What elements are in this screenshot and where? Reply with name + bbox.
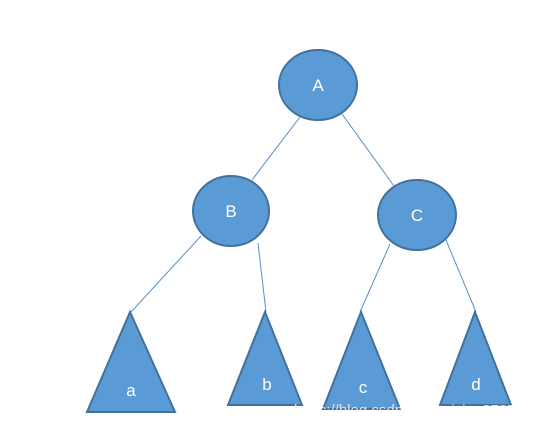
subtree-a: a: [85, 309, 177, 413]
edge-C-c: [359, 243, 391, 313]
subtree-b-label: b: [262, 375, 271, 394]
node-B-label: B: [225, 202, 236, 221]
node-C: C: [377, 179, 457, 251]
edge-A-B: [251, 116, 301, 181]
subtree-d-triangle: [438, 309, 513, 406]
node-C-label: C: [411, 206, 423, 225]
subtree-b: b: [226, 309, 304, 406]
edge-B-b: [257, 242, 267, 313]
node-A: A: [278, 49, 358, 121]
subtree-c-label: c: [359, 378, 368, 397]
edge-A-C: [341, 113, 395, 187]
subtree-c: c: [321, 309, 402, 410]
subtree-b-triangle: [226, 309, 304, 406]
subtree-a-label: a: [126, 381, 136, 400]
subtree-c-triangle: [321, 309, 402, 410]
subtree-d-label: d: [471, 375, 480, 394]
subtree-d: d: [438, 309, 513, 406]
node-C-circle: [377, 179, 457, 251]
edge-C-d: [445, 239, 477, 313]
node-B: B: [192, 175, 270, 247]
edge-B-a: [130, 235, 202, 313]
subtree-a-triangle: [85, 309, 177, 413]
node-B-circle: [192, 175, 270, 247]
node-A-label: A: [312, 76, 324, 95]
watermark-text: https://blog.csdn.net/weixin_37373020: [294, 402, 549, 419]
node-A-circle: [278, 49, 358, 121]
